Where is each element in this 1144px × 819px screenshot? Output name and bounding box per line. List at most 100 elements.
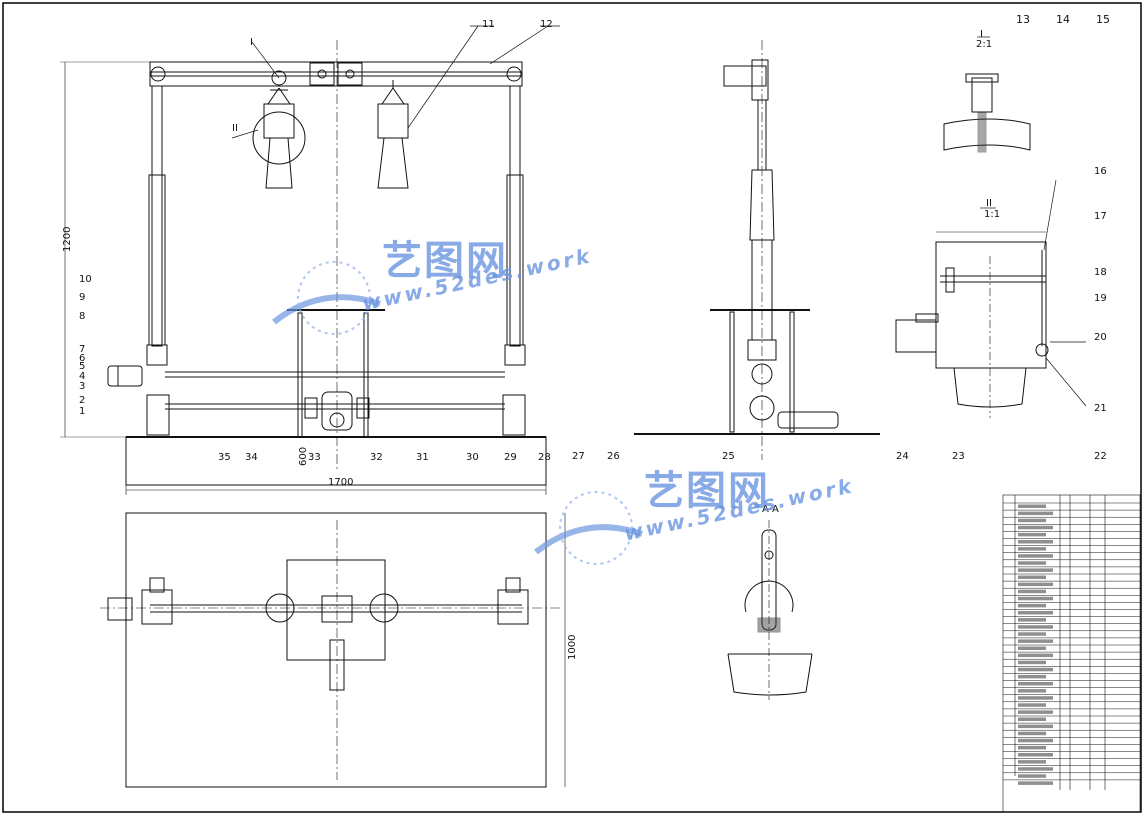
section-title: A-A	[762, 504, 779, 515]
part-number-label: 30	[466, 452, 479, 463]
parts-row-text	[1018, 625, 1053, 629]
parts-row-text	[1018, 504, 1046, 508]
side-view	[634, 40, 880, 460]
parts-list-rows	[1003, 502, 1140, 785]
detail-II	[895, 179, 1087, 418]
parts-row-text	[1018, 767, 1053, 771]
part-number-label: 31	[416, 452, 429, 463]
parts-row-text	[1018, 781, 1053, 785]
parts-row-text	[1018, 774, 1046, 778]
parts-row-text	[1018, 603, 1046, 608]
parts-row-text	[1018, 596, 1053, 601]
parts-row-text	[1018, 525, 1053, 530]
part-number-label: 35	[218, 452, 231, 463]
parts-row-text	[1018, 674, 1046, 679]
part-number-label: 4	[79, 371, 86, 382]
part-number-label: 34	[245, 452, 258, 463]
parts-row-text	[1018, 660, 1046, 665]
parts-row-text	[1018, 639, 1053, 643]
parts-row-text	[1018, 696, 1053, 700]
parts-row-text	[1018, 710, 1053, 714]
part-number-label: 15	[1096, 13, 1110, 26]
part-number-label: 28	[538, 452, 551, 463]
part-number-label: 26	[607, 451, 620, 462]
parts-row-text	[1018, 745, 1046, 750]
parts-row-text	[1018, 760, 1046, 764]
detail-title: I	[980, 29, 983, 40]
front-view	[60, 25, 560, 495]
parts-row-text	[1018, 561, 1046, 565]
dimension-label: 600	[298, 446, 309, 466]
parts-row-text	[1018, 532, 1046, 537]
parts-row-text	[1018, 511, 1053, 516]
part-number-label: 10	[79, 274, 92, 285]
left-column	[151, 85, 163, 347]
part-number-label: 7	[79, 344, 86, 355]
parts-row-text	[1018, 738, 1053, 743]
part-number-label: 3	[79, 381, 86, 392]
callout-label: II	[232, 123, 238, 134]
parts-row-text	[1018, 582, 1053, 587]
parts-row-text	[1018, 703, 1046, 707]
dimension-label: 1200	[62, 226, 73, 252]
part-number-label: 1	[79, 406, 86, 417]
detail-scale: 2:1	[976, 39, 993, 50]
parts-row-text	[1018, 540, 1053, 544]
part-number-label: 19	[1094, 293, 1107, 304]
parts-row-text	[1018, 632, 1046, 636]
part-number-label: 16	[1094, 166, 1107, 177]
parts-row-text	[1018, 682, 1053, 686]
parts-row-text	[1018, 547, 1046, 551]
part-number-label: 27	[572, 451, 585, 462]
part-number-label: 25	[722, 451, 735, 462]
parts-row-text	[1018, 611, 1053, 615]
callout-label: 11	[482, 19, 495, 30]
parts-row-text	[1018, 568, 1053, 572]
dimension-label: 1000	[567, 634, 578, 660]
part-number-label: 6	[79, 353, 86, 364]
parts-row-text	[1018, 653, 1053, 658]
callout-label: 12	[540, 19, 553, 30]
parts-row-text	[1018, 618, 1046, 622]
part-number-label: 21	[1094, 403, 1107, 414]
part-number-label: 8	[79, 311, 86, 322]
top-motor	[723, 65, 767, 87]
parts-row-text	[1018, 575, 1046, 579]
part-number-label: 9	[79, 292, 86, 303]
part-number-label: 13	[1016, 13, 1030, 26]
parts-row-text	[1018, 554, 1053, 558]
right-hopper	[377, 103, 409, 139]
hopper-box	[935, 241, 1047, 369]
part-number-label: 33	[308, 452, 321, 463]
part-number-label: 23	[952, 451, 965, 462]
part-number-label: 24	[896, 451, 909, 462]
parts-row-text	[1018, 753, 1053, 757]
parts-row-text	[1018, 667, 1053, 672]
section-a-a	[727, 520, 813, 700]
parts-row-text	[1018, 646, 1046, 650]
dimension-label: 1700	[328, 477, 354, 488]
part-number-label: 5	[79, 361, 86, 372]
part-number-label: 22	[1094, 451, 1107, 462]
callout-label: I	[250, 37, 253, 48]
plan-view	[100, 512, 566, 788]
top-beam	[149, 61, 523, 87]
detail-title: II	[986, 198, 992, 209]
parts-row-text	[1018, 717, 1046, 721]
parts-row-text	[1018, 724, 1053, 729]
part-number-label: 20	[1094, 332, 1107, 343]
parts-row-text	[1018, 589, 1046, 594]
part-number-label: 17	[1094, 211, 1107, 222]
parts-list	[1002, 494, 1141, 813]
part-number-label: 18	[1094, 267, 1107, 278]
part-number-label: 2	[79, 395, 86, 406]
detail-I	[943, 36, 1031, 153]
part-number-label: 32	[370, 452, 383, 463]
detail-scale: 1:1	[984, 209, 1001, 220]
right-column	[509, 85, 521, 347]
parts-row-text	[1018, 518, 1046, 523]
part-number-label: 29	[504, 452, 517, 463]
